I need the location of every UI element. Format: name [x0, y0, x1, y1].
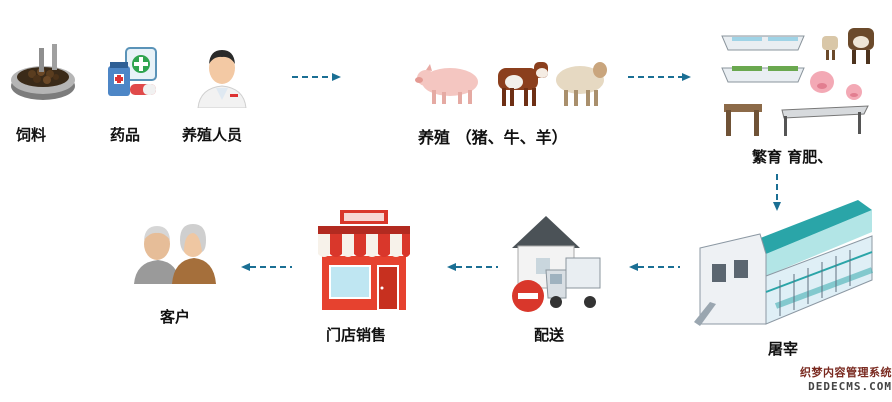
customer-label: 客户 — [160, 308, 191, 326]
arrow-down-icon — [772, 174, 782, 212]
watermark: 织梦内容管理系统 DEDECMS.COM — [776, 364, 892, 402]
breeding-equipment-icon — [718, 26, 882, 140]
watermark-line1: 织梦内容管理系统 — [800, 366, 892, 379]
slaughter-label: 屠宰 — [768, 340, 799, 358]
arrow-right-icon — [292, 72, 342, 82]
farming-label: 养殖 （猪、牛、羊） — [418, 128, 568, 147]
delivery-label: 配送 — [534, 326, 565, 344]
arrow-left-icon — [446, 262, 498, 272]
arrow-left-icon — [628, 262, 680, 272]
store-label: 门店销售 — [326, 326, 387, 344]
livestock-icon — [414, 56, 610, 112]
arrow-left-icon — [240, 262, 292, 272]
breeder-icon — [194, 44, 250, 108]
slaughterhouse-icon — [690, 196, 874, 328]
watermark-line2: DEDECMS.COM — [808, 380, 892, 393]
breeder-label: 养殖人员 — [182, 126, 243, 144]
feed-icon — [8, 44, 78, 106]
delivery-icon — [508, 212, 610, 316]
store-icon — [316, 208, 412, 312]
medicine-label: 药品 — [110, 126, 141, 144]
arrow-right-icon — [628, 72, 692, 82]
medicine-icon — [104, 46, 160, 102]
breeding-label: 繁育 育肥、 — [752, 148, 833, 166]
feed-label: 饲料 — [16, 126, 47, 144]
customer-icon — [132, 218, 218, 284]
